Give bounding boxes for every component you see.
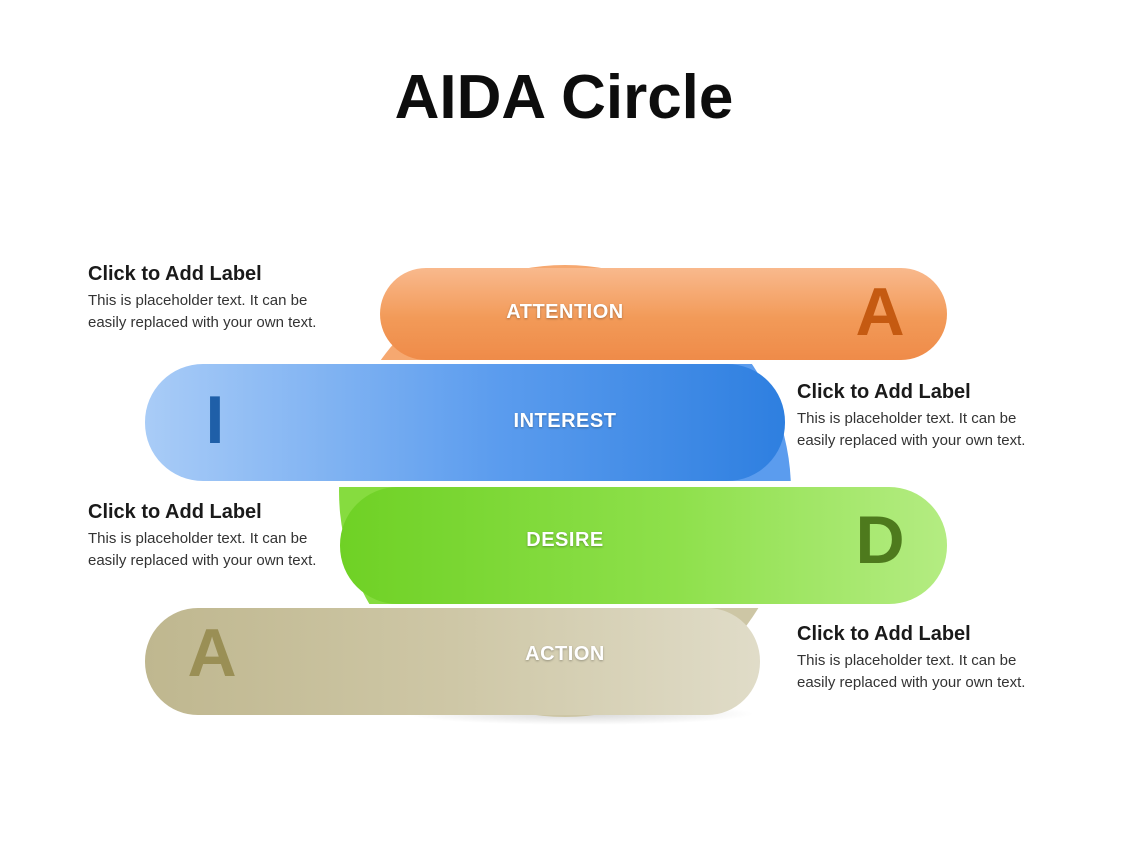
- placeholder-body[interactable]: This is placeholder text. It can be easi…: [88, 530, 317, 569]
- action-bar[interactable]: [145, 608, 760, 715]
- slide-title: AIDA Circle: [394, 63, 734, 132]
- placeholder-heading[interactable]: Click to Add Label: [797, 381, 971, 403]
- placeholder-desire[interactable]: Click to Add Label This is placeholder t…: [88, 501, 333, 572]
- desire-bar[interactable]: [340, 487, 947, 604]
- placeholder-body[interactable]: This is placeholder text. It can be easi…: [797, 410, 1026, 449]
- action-bar-label: ACTION: [525, 643, 605, 665]
- desire-letter: D: [855, 502, 905, 578]
- action-letter: A: [187, 615, 237, 691]
- placeholder-heading[interactable]: Click to Add Label: [88, 263, 262, 285]
- attention-letter: A: [855, 274, 905, 350]
- attention-bar-label: ATTENTION: [506, 301, 624, 323]
- interest-letter: I: [205, 382, 225, 458]
- desire-bar-label: DESIRE: [526, 529, 604, 551]
- placeholder-action[interactable]: Click to Add Label This is placeholder t…: [797, 623, 1042, 694]
- placeholder-body[interactable]: This is placeholder text. It can be easi…: [88, 292, 317, 331]
- attention-bar[interactable]: [380, 268, 947, 360]
- placeholder-heading[interactable]: Click to Add Label: [88, 501, 262, 523]
- placeholder-interest[interactable]: Click to Add Label This is placeholder t…: [797, 381, 1042, 452]
- placeholder-body[interactable]: This is placeholder text. It can be easi…: [797, 652, 1026, 691]
- placeholder-attention[interactable]: Click to Add Label This is placeholder t…: [88, 263, 333, 334]
- interest-bar[interactable]: [145, 364, 785, 481]
- interest-bar-label: INTEREST: [513, 410, 617, 432]
- placeholder-heading[interactable]: Click to Add Label: [797, 623, 971, 645]
